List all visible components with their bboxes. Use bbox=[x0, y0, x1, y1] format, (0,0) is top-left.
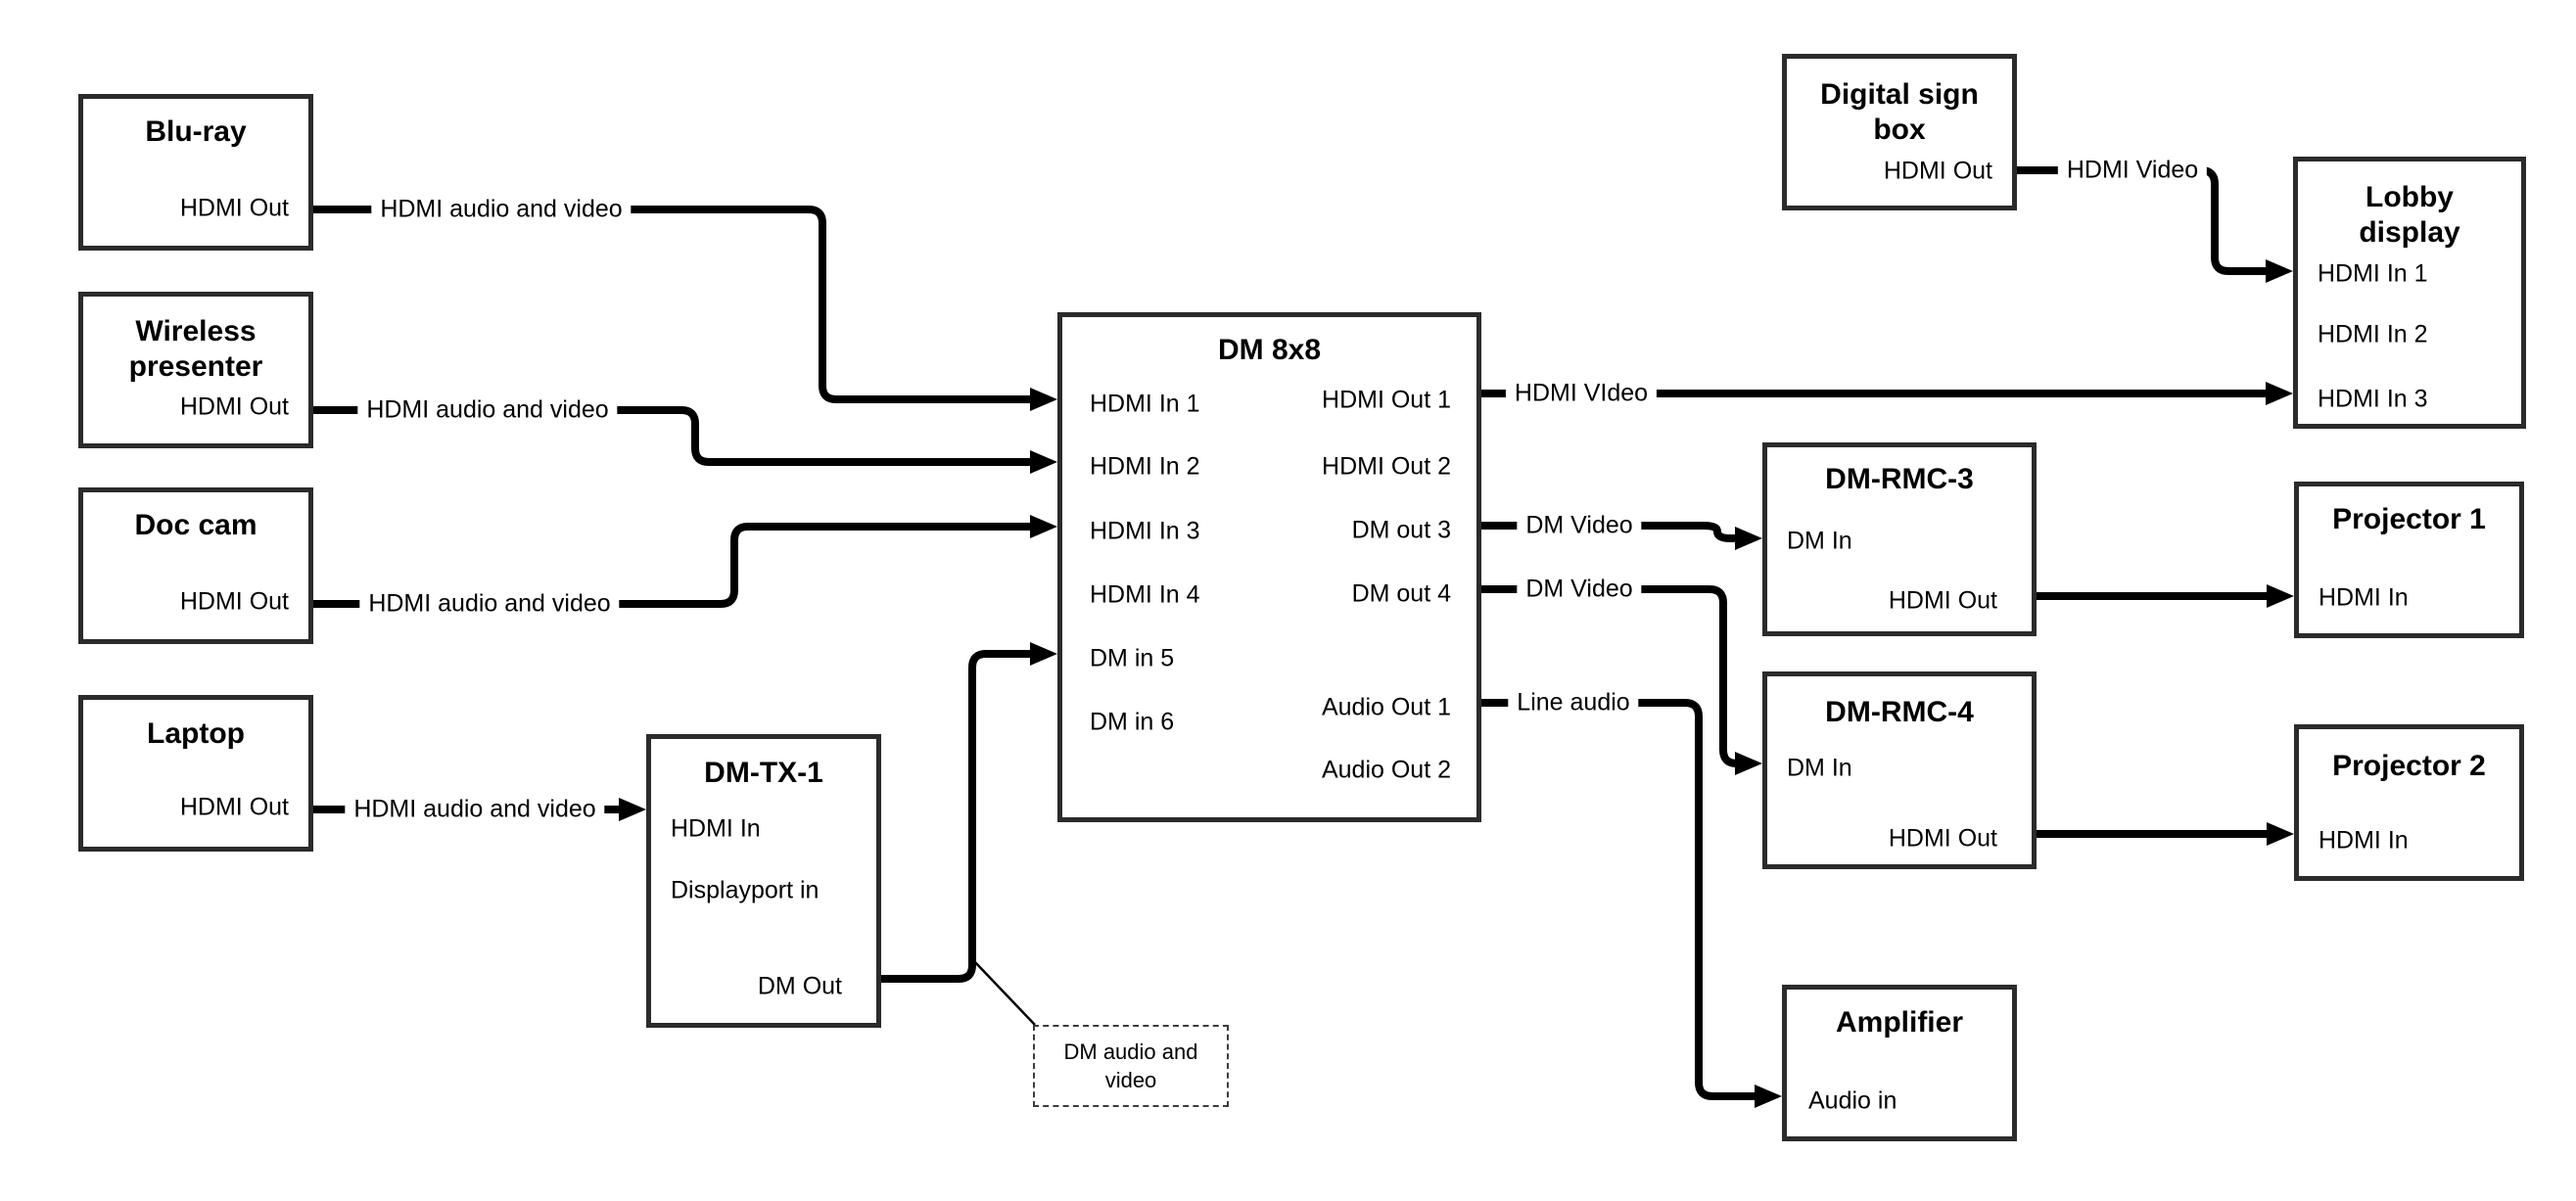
node-dm-rmc-3-title: DM-RMC-3 bbox=[1825, 463, 1974, 495]
port-rmc4-dm-in: DM In bbox=[1787, 754, 1852, 782]
port-rmc4-hdmi-out: HDMI Out bbox=[1888, 824, 1997, 853]
node-doc-cam-title: Doc cam bbox=[134, 509, 258, 541]
node-digital-sign-box-title: Digital sign box bbox=[1820, 78, 1979, 146]
node-bluray-title: Blu-ray bbox=[145, 115, 247, 148]
port-dm8x8-hdmi-out-1: HDMI Out 1 bbox=[1322, 386, 1451, 414]
port-lobby-hdmi-in-3: HDMI In 3 bbox=[2318, 385, 2428, 413]
node-digital-sign-box: Digital sign box HDMI Out bbox=[1782, 54, 2017, 210]
node-amplifier: Amplifier Audio in bbox=[1782, 985, 2017, 1141]
wire-dm8x8-audio1-to-amplifier bbox=[1481, 699, 1756, 1100]
node-projector-1-title: Projector 1 bbox=[2332, 503, 2486, 535]
port-wireless-hdmi-out: HDMI Out bbox=[179, 393, 289, 421]
port-dm8x8-hdmi-in-4: HDMI In 4 bbox=[1090, 580, 1200, 609]
arrowhead-dm8x8-in5 bbox=[1030, 642, 1057, 666]
note-leader-line bbox=[973, 960, 1036, 1026]
arrowhead-proj2-hdmi-in bbox=[2267, 822, 2294, 846]
wire-doccam-to-dm8x8-in3 bbox=[313, 523, 1032, 608]
node-projector-2-title: Projector 2 bbox=[2332, 750, 2486, 782]
arrowhead-dm8x8-in3 bbox=[1030, 515, 1057, 538]
wire-label-dm-out-4: DM Video bbox=[1517, 574, 1642, 605]
wire-bluray-to-dm8x8-in1 bbox=[313, 206, 1032, 403]
node-lobby-display: Lobby display HDMI In 1 HDMI In 2 HDMI I… bbox=[2293, 157, 2526, 429]
node-bluray: Blu-ray HDMI Out bbox=[78, 94, 313, 251]
arrowhead-rmc4-dm-in bbox=[1735, 752, 1762, 775]
port-dm8x8-hdmi-in-1: HDMI In 1 bbox=[1090, 390, 1200, 418]
port-dmtx1-hdmi-in: HDMI In bbox=[671, 814, 761, 843]
node-wireless-presenter-title: Wireless presenter bbox=[128, 315, 263, 383]
node-amplifier-title: Amplifier bbox=[1835, 1006, 1964, 1039]
wire-label-hdmi-out-1: HDMI VIdeo bbox=[1505, 378, 1658, 409]
node-dm-tx-1: DM-TX-1 HDMI In Displayport in DM Out bbox=[646, 734, 881, 1028]
wire-wireless-to-dm8x8-in2 bbox=[313, 406, 1032, 466]
port-doccam-hdmi-out: HDMI Out bbox=[179, 587, 289, 616]
node-laptop: Laptop HDMI Out bbox=[78, 695, 313, 852]
wire-label-digital-sign: HDMI Video bbox=[2057, 155, 2208, 186]
port-dm8x8-audio-out-2: Audio Out 2 bbox=[1321, 756, 1451, 784]
wire-label-wireless: HDMI audio and video bbox=[357, 394, 618, 426]
arrowhead-proj1-hdmi-in bbox=[2267, 584, 2294, 608]
port-lobby-hdmi-in-2: HDMI In 2 bbox=[2318, 320, 2428, 348]
node-doc-cam: Doc cam HDMI Out bbox=[78, 487, 313, 644]
port-laptop-hdmi-out: HDMI Out bbox=[179, 793, 289, 821]
arrowhead-dm8x8-in1 bbox=[1030, 388, 1057, 411]
port-rmc3-dm-in: DM In bbox=[1787, 527, 1852, 555]
node-dm-rmc-4: DM-RMC-4 DM In HDMI Out bbox=[1762, 671, 2037, 869]
node-dm-rmc-4-title: DM-RMC-4 bbox=[1825, 696, 1974, 728]
port-dm8x8-hdmi-in-2: HDMI In 2 bbox=[1090, 452, 1200, 481]
wire-label-dm-out-3: DM Video bbox=[1517, 510, 1642, 541]
arrowhead-dm8x8-in2 bbox=[1030, 450, 1057, 474]
port-dm8x8-dm-in-6: DM in 6 bbox=[1090, 708, 1175, 736]
wire-dmtx1-to-dm8x8-in5 bbox=[881, 650, 1032, 983]
node-wireless-presenter: Wireless presenter HDMI Out bbox=[78, 292, 313, 448]
node-projector-1: Projector 1 HDMI In bbox=[2294, 482, 2524, 638]
wire-label-audio-out-1: Line audio bbox=[1508, 687, 1639, 718]
node-dm-rmc-3: DM-RMC-3 DM In HDMI Out bbox=[1762, 442, 2037, 636]
note-text: DM audio and video bbox=[1063, 1039, 1198, 1092]
arrowhead-lobby-in1 bbox=[2266, 259, 2293, 283]
port-proj2-hdmi-in: HDMI In bbox=[2318, 826, 2409, 855]
node-dm-8x8-title: DM 8x8 bbox=[1217, 334, 1322, 366]
arrowhead-amplifier-audio-in bbox=[1755, 1085, 1782, 1108]
node-lobby-display-title: Lobby display bbox=[2359, 181, 2460, 249]
port-dm8x8-dm-out-3: DM out 3 bbox=[1351, 516, 1451, 544]
wire-label-bluray: HDMI audio and video bbox=[371, 194, 632, 225]
port-dm8x8-dm-in-5: DM in 5 bbox=[1090, 644, 1175, 672]
port-dm8x8-hdmi-in-3: HDMI In 3 bbox=[1090, 517, 1200, 545]
port-dm8x8-audio-out-1: Audio Out 1 bbox=[1321, 693, 1451, 721]
node-projector-2: Projector 2 HDMI In bbox=[2294, 724, 2524, 881]
port-dmtx1-displayport-in: Displayport in bbox=[671, 876, 820, 904]
port-digitalsign-hdmi-out: HDMI Out bbox=[1883, 157, 1992, 185]
wire-dm8x8-out4-to-rmc4 bbox=[1481, 585, 1738, 767]
port-proj1-hdmi-in: HDMI In bbox=[2318, 583, 2409, 612]
wire-dm8x8-out3-to-rmc3 bbox=[1481, 522, 1739, 542]
port-bluray-hdmi-out: HDMI Out bbox=[179, 194, 289, 222]
arrowhead-rmc3-dm-in bbox=[1735, 527, 1762, 550]
node-laptop-title: Laptop bbox=[147, 717, 245, 750]
note-dm-audio-and-video: DM audio and video bbox=[1033, 1025, 1229, 1107]
arrowhead-dmtx1-hdmi-in bbox=[619, 798, 646, 821]
port-dm8x8-hdmi-out-2: HDMI Out 2 bbox=[1322, 452, 1451, 481]
node-dm-tx-1-title: DM-TX-1 bbox=[704, 757, 823, 789]
node-dm-8x8: DM 8x8 HDMI In 1 HDMI In 2 HDMI In 3 HDM… bbox=[1057, 312, 1481, 822]
port-amplifier-audio-in: Audio in bbox=[1808, 1086, 1897, 1115]
wire-label-laptop: HDMI audio and video bbox=[345, 794, 605, 825]
port-dmtx1-dm-out: DM Out bbox=[757, 972, 842, 1000]
port-rmc3-hdmi-out: HDMI Out bbox=[1888, 586, 1997, 615]
wire-label-doccam: HDMI audio and video bbox=[359, 588, 620, 620]
port-lobby-hdmi-in-1: HDMI In 1 bbox=[2318, 259, 2428, 288]
arrowhead-lobby-in3 bbox=[2266, 382, 2293, 405]
port-dm8x8-dm-out-4: DM out 4 bbox=[1351, 579, 1451, 608]
